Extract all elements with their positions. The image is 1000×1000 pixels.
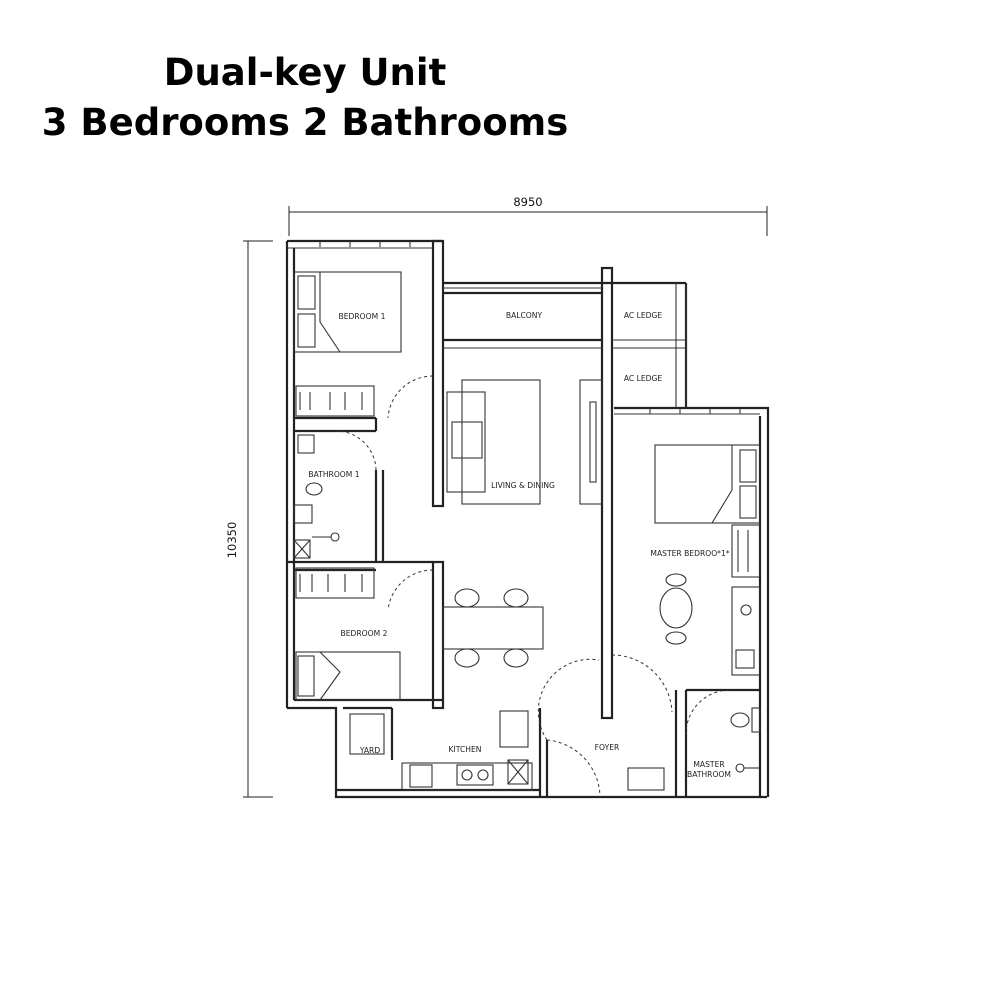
doors bbox=[335, 375, 731, 798]
master-bathroom-fixtures bbox=[730, 707, 761, 773]
bedroom1-label: BEDROOM 1 bbox=[339, 312, 386, 321]
ac-ledge-upper-label: AC LEDGE bbox=[624, 311, 663, 320]
master-bathroom-label-line2: BATHROOM bbox=[687, 770, 731, 779]
interior-walls bbox=[287, 239, 760, 797]
master-bedroom-furniture bbox=[654, 444, 761, 676]
bathroom1-fixtures bbox=[293, 434, 340, 559]
living-dining-furniture bbox=[442, 379, 603, 668]
ac-ledge-lower-label: AC LEDGE bbox=[624, 374, 663, 383]
width-dimension-label: 8950 bbox=[513, 195, 542, 209]
unit-rooms-subtitle: 3 Bedrooms 2 Bathrooms bbox=[41, 101, 569, 144]
bathroom1-label: BATHROOM 1 bbox=[308, 470, 359, 479]
foyer-label: FOYER bbox=[595, 743, 620, 752]
title-block: Dual-key Unit 3 Bedrooms 2 Bathrooms bbox=[0, 48, 610, 148]
yard-label: YARD bbox=[359, 746, 381, 755]
master-bedroom-label: MASTER BEDROO*1* bbox=[650, 549, 729, 558]
bedroom2-furniture bbox=[295, 567, 401, 701]
room-labels: BEDROOM 1 BALCONY AC LEDGE AC LEDGE BATH… bbox=[308, 311, 731, 779]
width-dimension: 8950 bbox=[288, 195, 768, 236]
bedroom1-furniture bbox=[293, 271, 402, 417]
kitchen-fixtures bbox=[349, 710, 665, 791]
height-dimension-label: 10350 bbox=[225, 522, 239, 559]
height-dimension: 10350 bbox=[225, 240, 273, 798]
bedroom2-label: BEDROOM 2 bbox=[341, 629, 388, 638]
master-bathroom-label-line1: MASTER bbox=[693, 760, 725, 769]
kitchen-label: KITCHEN bbox=[449, 745, 482, 754]
unit-type-title: Dual-key Unit bbox=[163, 51, 447, 94]
windows bbox=[287, 241, 760, 415]
balcony-label: BALCONY bbox=[506, 311, 543, 320]
living-dining-label: LIVING & DINING bbox=[491, 481, 555, 490]
